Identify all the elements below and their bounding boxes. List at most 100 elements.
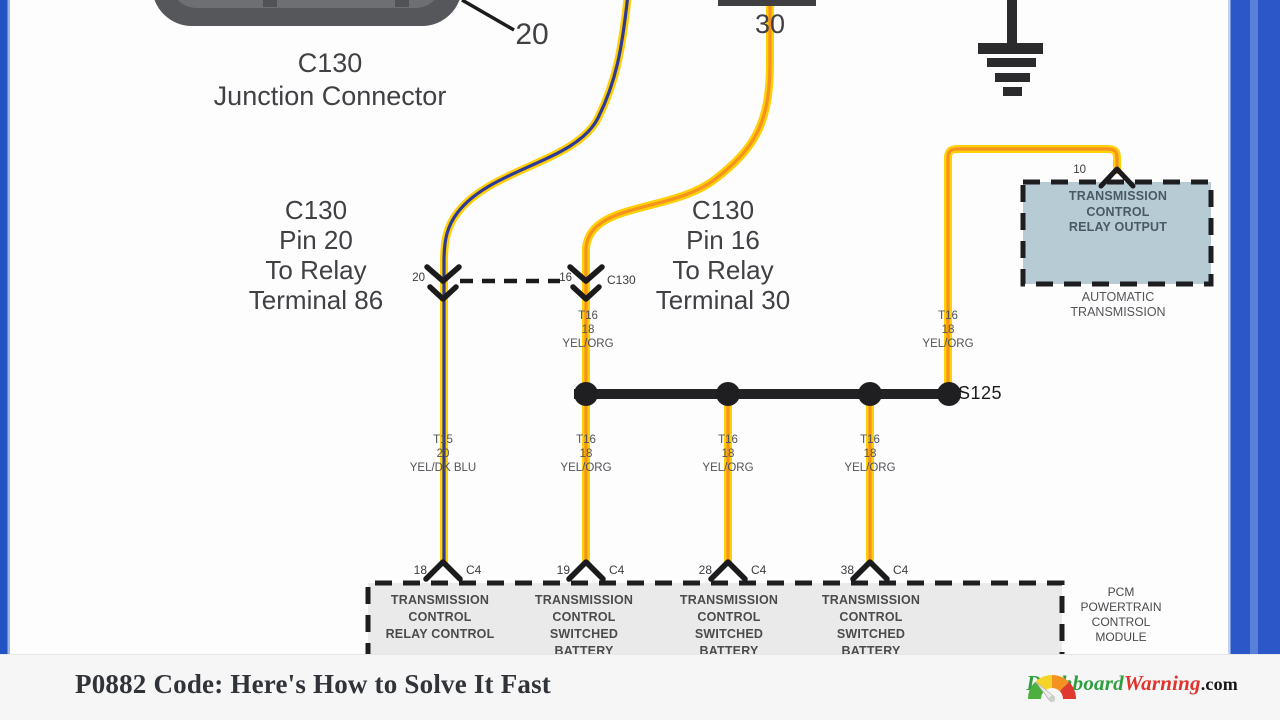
circuit: T16	[576, 434, 596, 446]
wire-color: YEL/DK BLU	[409, 462, 477, 474]
caption-line: AUTOMATIC	[1081, 290, 1155, 304]
wire-color: YEL/ORG	[922, 338, 974, 350]
relay-output-line: RELAY OUTPUT	[1068, 220, 1168, 234]
fn-line: SWITCHED	[549, 627, 619, 641]
relay-output-label: TRANSMISSION CONTROL RELAY OUTPUT	[1026, 189, 1210, 236]
junction-connector-shape	[154, 0, 515, 32]
wire-color: YEL/ORG	[562, 338, 614, 350]
relay-output-caption: AUTOMATIC TRANSMISSION	[1026, 290, 1210, 320]
wire-yel-dkblu	[440, 0, 632, 565]
note-pin16: C130 Pin 16 To Relay Terminal 30	[613, 195, 833, 315]
wire-label-lower-1: T15 20 YEL/DK BLU	[381, 433, 505, 475]
note-line: Terminal 86	[248, 285, 384, 315]
circuit: T16	[860, 434, 880, 446]
junction-label: C130 Junction Connector	[160, 47, 500, 113]
fn-line: TRANSMISSION	[679, 593, 779, 607]
wire-label-lower-4: T16 18 YEL/ORG	[808, 433, 932, 475]
pcm-function-relay-control: TRANSMISSION CONTROL RELAY CONTROL	[366, 592, 514, 643]
wire-label-upper-pin16: T16 18 YEL/ORG	[526, 309, 650, 351]
note-line: Terminal 30	[655, 285, 791, 315]
fn-line: CONTROL	[408, 610, 472, 624]
junction-caption: Junction Connector	[213, 81, 447, 111]
pcm-pin-18: 18	[413, 563, 427, 577]
gauge: 18	[579, 448, 593, 460]
brand-text: DashboardWarning.com	[1026, 671, 1238, 696]
splice-label: S125	[958, 383, 1003, 403]
wire-color: YEL/ORG	[560, 462, 612, 474]
junction-name: C130	[297, 48, 363, 78]
fn-line: SWITCHED	[694, 627, 764, 641]
pcm-pin-icon-28	[708, 559, 748, 582]
relay-output-line: TRANSMISSION	[1068, 189, 1168, 203]
pcm-function-switched-battery-2: TRANSMISSION CONTROL SWITCHED BATTERY	[655, 592, 803, 660]
fn-line: SWITCHED	[836, 627, 906, 641]
callout-line	[461, 0, 515, 32]
relay-output-box	[1020, 179, 1214, 287]
pcm-function-switched-battery-1: TRANSMISSION CONTROL SWITCHED BATTERY	[510, 592, 658, 660]
brand-warning: Warning	[1123, 671, 1201, 695]
circuit: T16	[938, 310, 958, 322]
circuit: T15	[433, 434, 453, 446]
page-title: P0882 Code: Here's How to Solve It Fast	[75, 669, 551, 699]
fn-line: CONTROL	[697, 610, 761, 624]
wire-yel-org-main	[582, 0, 774, 565]
brand-logo: DashboardWarning.com	[1026, 671, 1238, 703]
inline-connector-icon-pin16	[567, 264, 605, 302]
pcm-function-switched-battery-3: TRANSMISSION CONTROL SWITCHED BATTERY	[797, 592, 945, 660]
pcm-pin-icon-18	[423, 559, 463, 582]
gauge: 18	[581, 324, 595, 336]
splice-dot	[937, 382, 961, 406]
gauge: 20	[436, 448, 450, 460]
gauge: 18	[941, 324, 955, 336]
pcm-conn-38: C4	[893, 563, 909, 577]
fn-line: TRANSMISSION	[390, 593, 490, 607]
relay-pin-icon	[1098, 166, 1136, 189]
fn-line: TRANSMISSION	[534, 593, 634, 607]
ground-icon	[978, 0, 1043, 96]
note-line: To Relay	[265, 255, 367, 285]
pcm-line: CONTROL	[1091, 615, 1151, 629]
gauge: 18	[721, 448, 735, 460]
wire-label-upper-relay: T16 18 YEL/ORG	[886, 309, 1010, 351]
splice-dot	[858, 382, 882, 406]
splice-dot	[574, 382, 598, 406]
inline-pin-left-label: 20	[412, 272, 425, 284]
note-line: Pin 16	[686, 225, 760, 255]
fn-line: CONTROL	[839, 610, 903, 624]
pcm-line: PCM	[1107, 585, 1135, 599]
relay-output-line: CONTROL	[1086, 204, 1150, 219]
circuit: T16	[718, 434, 738, 446]
pcm-line: MODULE	[1095, 630, 1147, 644]
wire-label-lower-2: T16 18 YEL/ORG	[524, 433, 648, 475]
pcm-conn-18: C4	[466, 563, 482, 577]
note-line: Pin 20	[279, 225, 353, 255]
fn-line: CONTROL	[552, 610, 616, 624]
pcm-module-label: PCM POWERTRAIN CONTROL MODULE	[1066, 585, 1176, 645]
pcm-pin-icons	[423, 559, 890, 582]
splice-bus	[574, 382, 961, 406]
relay-box-edge	[718, 0, 816, 6]
note-pin20: C130 Pin 20 To Relay Terminal 86	[206, 195, 426, 315]
fn-line: RELAY CONTROL	[385, 627, 495, 641]
gauge: 18	[863, 448, 877, 460]
relay-pin-label: 10	[1073, 164, 1086, 176]
caption-line: TRANSMISSION	[1070, 305, 1166, 319]
pcm-box-border	[365, 580, 1065, 657]
wire-color: YEL/ORG	[844, 462, 896, 474]
pcm-pin-19: 19	[556, 563, 570, 577]
pcm-conn-19: C4	[609, 563, 625, 577]
fn-line: TRANSMISSION	[821, 593, 921, 607]
note-line: C130	[691, 195, 755, 225]
wire-color: YEL/ORG	[702, 462, 754, 474]
pcm-conn-28: C4	[751, 563, 767, 577]
pcm-pin-28: 28	[698, 563, 712, 577]
inline-connector-icon-pin20	[424, 264, 462, 302]
note-line: To Relay	[672, 255, 774, 285]
inline-pin-right-label: 16	[559, 272, 572, 284]
right-edge-stripe	[1228, 0, 1280, 655]
note-line: C130	[284, 195, 348, 225]
brand-tld: .com	[1200, 674, 1238, 694]
wiring-diagram	[154, 0, 1214, 657]
gauge-icon	[1028, 675, 1077, 703]
